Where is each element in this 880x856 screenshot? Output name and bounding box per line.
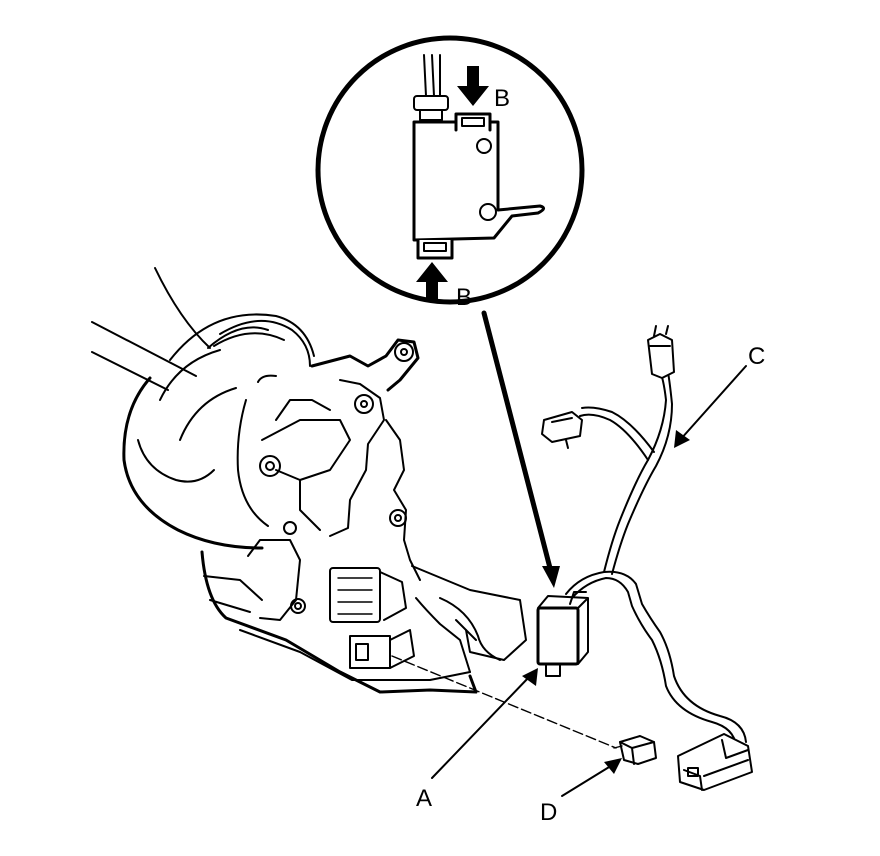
label-b-bottom: B [456,284,472,311]
clip-d [613,735,657,765]
label-c: C [748,343,765,370]
switch-detail-body [412,120,545,242]
label-a: A [416,785,432,812]
arrow-down-icon [457,66,489,106]
arrow-up-icon [416,262,448,302]
detail-callout: B B [315,35,585,311]
label-d: D [540,799,557,826]
switch-a [536,591,589,677]
leader-a [431,668,538,779]
leader-d [561,758,622,797]
wire-harness-c [541,325,753,791]
label-b-top: B [494,85,510,112]
column-housing [91,267,527,694]
detail-leader-arrow [481,310,553,571]
leader-c [674,365,747,448]
